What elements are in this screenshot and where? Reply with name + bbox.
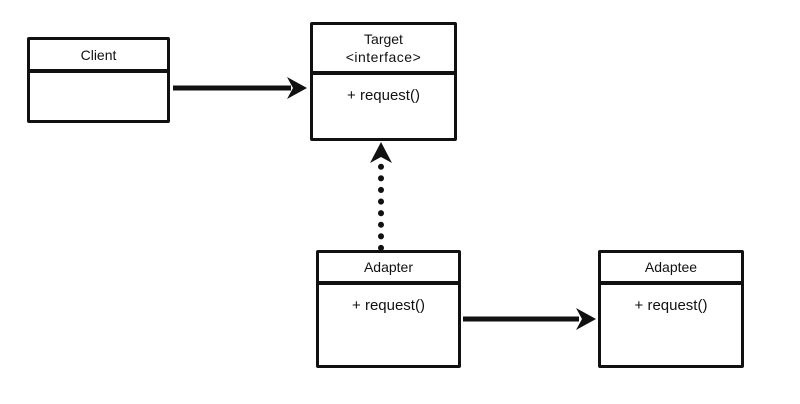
class-member-adapter-request: + request() [352,297,425,314]
class-name-client: Client [80,46,117,63]
association-arrow-adapter-adaptee [463,308,596,330]
realization-arrow-adapter-target [370,142,392,251]
class-member-adaptee-request: + request() [634,297,708,314]
class-body-adapter: + request() [319,285,458,365]
class-box-adaptee: Adaptee + request() [598,250,744,368]
class-name-adaptee: Adaptee [644,259,698,275]
class-body-target: + request() [313,75,454,138]
class-name-adapter: Adapter [363,259,414,275]
class-header-adaptee: Adaptee [601,253,741,285]
class-box-client: Client [27,37,170,123]
class-member-target-request: + request() [347,87,420,104]
class-header-adapter: Adapter [319,253,458,285]
class-header-client: Client [30,40,167,73]
class-body-client [30,73,167,120]
association-arrow-client-target [173,77,307,99]
class-box-adapter: Adapter + request() [316,250,461,368]
class-stereotype-target: <interface> [345,49,422,65]
class-header-target: Target <interface> [313,25,454,75]
class-box-target: Target <interface> + request() [310,22,457,141]
class-name-target: Target [364,31,403,47]
class-body-adaptee: + request() [601,285,741,365]
